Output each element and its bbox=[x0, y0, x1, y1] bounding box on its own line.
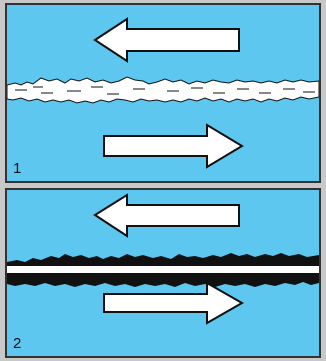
panel-number: 2 bbox=[13, 335, 21, 352]
diagram-panel-1: 1 bbox=[5, 3, 321, 183]
crack-gap bbox=[7, 266, 319, 273]
panel-2-art bbox=[7, 190, 319, 356]
panel-1-art bbox=[7, 5, 319, 181]
diagram-panel-2: 2 bbox=[5, 188, 321, 358]
panel-number: 1 bbox=[13, 160, 21, 177]
